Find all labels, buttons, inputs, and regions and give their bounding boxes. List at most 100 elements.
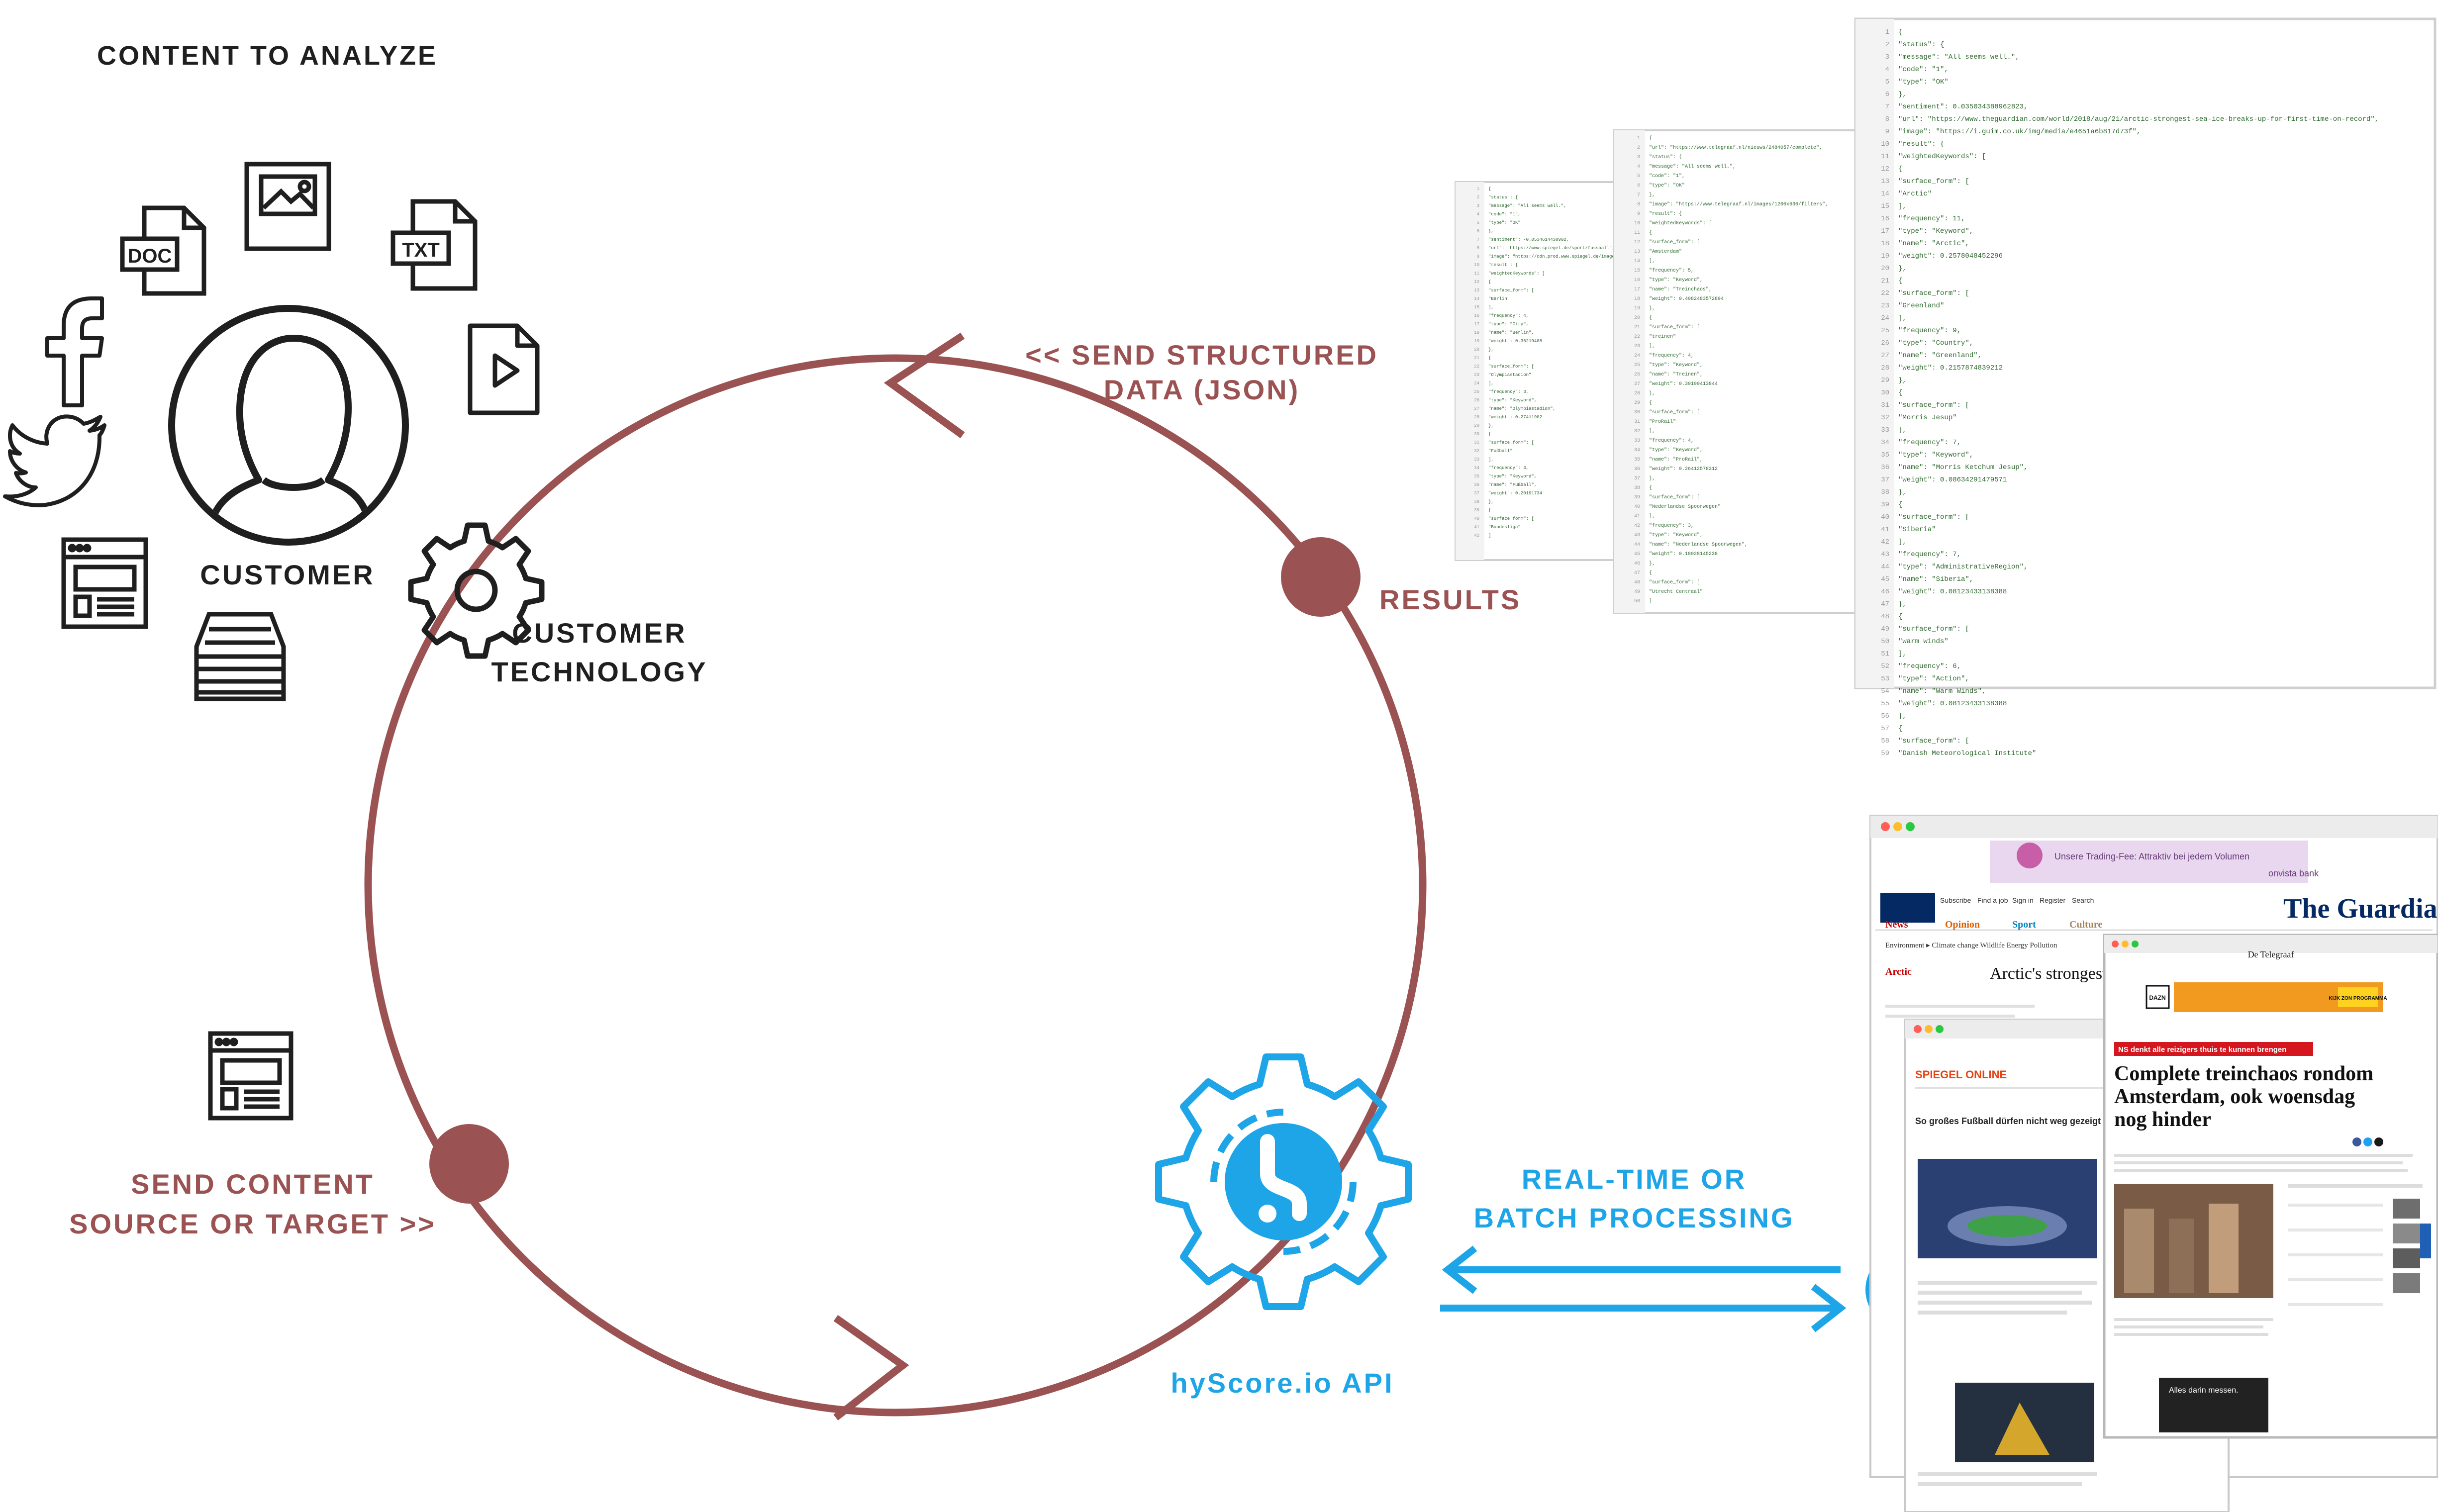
processing-label-2: BATCH PROCESSING (1474, 1202, 1795, 1233)
code-line: }, (1488, 423, 1494, 428)
code-line: "type": "OK" (1649, 183, 1685, 189)
code-line: "type": "Keyword", (1488, 474, 1537, 479)
code-line-number: 42 (1634, 523, 1640, 529)
code-line-number: 10 (1881, 140, 1889, 148)
code-line-number: 50 (1634, 599, 1640, 604)
code-line-number: 39 (1634, 495, 1640, 500)
code-line-number: 13 (1634, 249, 1640, 255)
code-line-number: 15 (1474, 305, 1479, 310)
code-line-number: 47 (1881, 600, 1889, 608)
code-line-number: 41 (1881, 526, 1889, 534)
customer-technology-gear-icon (408, 522, 545, 659)
code-line: "surface_form": [ (1488, 516, 1534, 521)
guardian-nav-2: Find a job (1977, 896, 2008, 904)
code-line: "weightedKeywords": [ (1649, 220, 1712, 226)
code-line-number: 26 (1634, 372, 1640, 378)
code-line-number: 20 (1474, 347, 1479, 352)
code-line-number: 2 (1885, 41, 1889, 49)
code-line-number: 41 (1634, 514, 1640, 519)
code-line-number: 58 (1881, 737, 1889, 745)
code-line: "Olympiastadion" (1488, 373, 1531, 378)
code-line-number: 27 (1634, 381, 1640, 387)
code-line: "result": { (1649, 211, 1682, 217)
code-line-number: 2 (1477, 195, 1479, 200)
cycle-arrow-bottom (833, 1315, 909, 1420)
code-line-number: 52 (1881, 662, 1889, 670)
code-line: "type": "Country", (1898, 339, 1973, 347)
code-line: "Morris Jesup" (1898, 414, 1957, 422)
code-line-number: 49 (1634, 589, 1640, 595)
code-line-number: 4 (1637, 164, 1640, 170)
code-line: "status": { (1898, 41, 1944, 49)
code-line: "frequency": 3, (1488, 466, 1529, 471)
code-line-number: 15 (1634, 268, 1640, 274)
code-line-number: 17 (1634, 287, 1640, 292)
code-line-number: 14 (1881, 190, 1889, 198)
code-line: "type": "AdministrativeRegion", (1898, 563, 2028, 571)
code-line: "weight": 0.08123433138388 (1898, 588, 2007, 596)
code-line: "sentiment": 0.035034388962823, (1898, 103, 2028, 111)
code-line: "surface_form": [ (1649, 409, 1700, 415)
telegraaf-footer-ad: Alles darin messen. (2169, 1386, 2239, 1395)
code-line: "surface_form": [ (1488, 364, 1534, 369)
code-line-number: 48 (1634, 580, 1640, 585)
code-line: "Utrecht Centraal" (1649, 589, 1703, 595)
code-line-number: 40 (1474, 516, 1479, 521)
code-line: "type": "Keyword", (1898, 227, 1973, 235)
code-line-number: 45 (1634, 552, 1640, 557)
code-line-number: 17 (1474, 322, 1479, 327)
json-panel-back: 1{2 "status": {3 "message": "All seems w… (1455, 181, 1641, 561)
customer-technology-label-1: CUSTOMER (512, 617, 686, 649)
code-line: { (1649, 315, 1652, 321)
code-line-number: 37 (1881, 476, 1889, 484)
code-line: ], (1898, 538, 1907, 546)
code-line-number: 18 (1474, 330, 1479, 335)
code-line: ], (1898, 314, 1907, 322)
code-line: "weight": 0.26412578312 (1649, 466, 1718, 472)
code-line-number: 8 (1477, 246, 1479, 251)
code-line-number: 33 (1474, 457, 1479, 462)
code-line-number: 41 (1474, 525, 1479, 530)
guardian-ad-text: Unsere Trading-Fee: Attraktiv bei jedem … (2054, 851, 2249, 861)
cycle (364, 332, 1427, 1420)
code-line: "weight": 0.08123433138388 (1898, 700, 2007, 708)
code-line: "type": "Keyword", (1488, 398, 1537, 403)
code-line: "Nederlandse Spoorwegen" (1649, 504, 1721, 510)
code-line: "image": "https://i.guim.co.uk/img/media… (1898, 128, 2141, 136)
json-results-stack: 1{2 "status": {3 "message": "All seems w… (1455, 17, 2437, 757)
code-line-number: 55 (1881, 700, 1889, 708)
code-line-number: 7 (1477, 237, 1479, 242)
code-line-number: 44 (1881, 563, 1889, 571)
code-line-number: 14 (1474, 296, 1479, 301)
customer-label: CUSTOMER (200, 559, 375, 590)
code-line-number: 34 (1474, 466, 1479, 471)
code-line: "name": "Nederlandse Spoorwegen", (1649, 542, 1748, 548)
code-line: { (1649, 485, 1652, 491)
code-line: "weight": 0.08634291479571 (1898, 476, 2007, 484)
code-line-number: 8 (1885, 115, 1889, 123)
code-line: { (1649, 400, 1652, 406)
telegraaf-tag: NS denkt alle reizigers thuis te kunnen … (2118, 1045, 2286, 1054)
code-line: "surface_form": [ (1898, 178, 1969, 186)
browser-stack: Unsere Trading-Fee: Attraktiv bei jedem … (1869, 815, 2438, 1512)
code-line: "weight": 0.2578048452296 (1898, 252, 2003, 260)
code-line: }, (1898, 600, 1907, 608)
code-line: "name": "ProRail", (1649, 457, 1703, 463)
code-line: "weightedKeywords": [ (1488, 271, 1545, 276)
code-line-number: 5 (1637, 174, 1640, 179)
code-line: "surface_form": [ (1898, 737, 1969, 745)
guardian-kicker: Arctic (1885, 966, 1912, 977)
code-line-number: 3 (1885, 53, 1889, 61)
telegraaf-headline-1: Complete treinchaos rondom (2114, 1062, 2373, 1085)
code-line: ], (1898, 202, 1907, 210)
code-line: "name": "Olympiastadion", (1488, 406, 1556, 411)
code-line: "weight": 0.20191734 (1488, 491, 1542, 496)
code-line: "name": "Greenland", (1898, 352, 1982, 360)
code-line: "message": "All seems well.", (1488, 203, 1566, 208)
code-line: { (1488, 280, 1491, 284)
code-line-number: 20 (1881, 265, 1889, 273)
code-line-number: 46 (1881, 588, 1889, 596)
code-line: ], (1649, 513, 1655, 519)
code-line: }, (1488, 499, 1494, 504)
